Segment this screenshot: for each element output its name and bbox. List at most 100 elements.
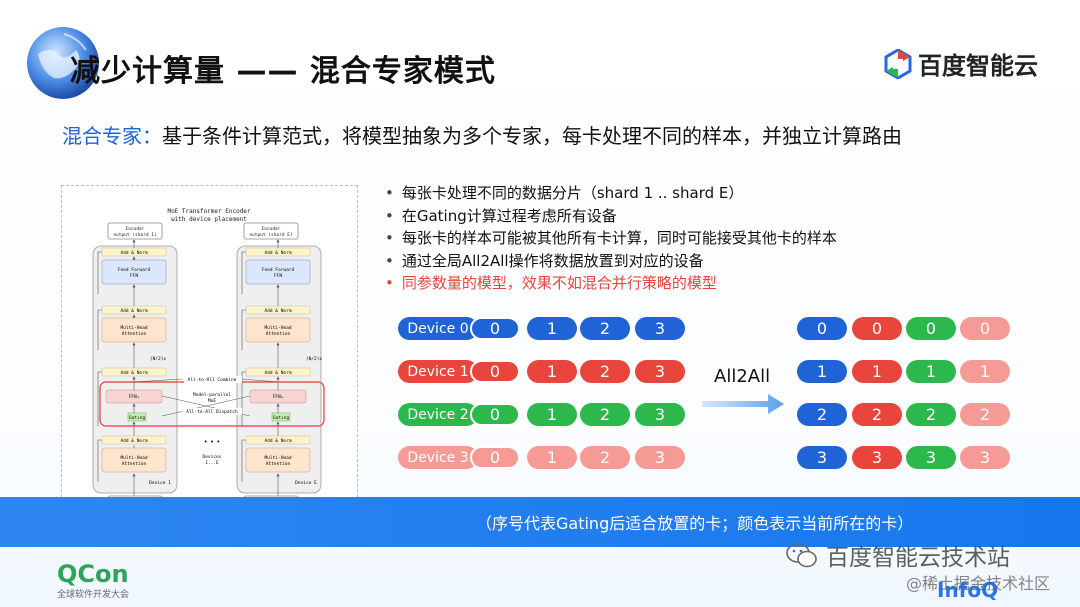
pill-after-r1-0: 1: [797, 360, 847, 383]
svg-text:FFN: FFN: [130, 273, 138, 279]
pill-after-r2-2: 2: [906, 403, 956, 426]
svg-text:Attention: Attention: [266, 461, 291, 467]
bullet-item-highlight: 同参数量的模型，效果不如混合并行策略的模型: [385, 272, 837, 295]
svg-text:Add & Norm: Add & Norm: [120, 250, 147, 256]
pill-after-r3-2: 3: [906, 446, 956, 469]
device-0-label: Device 0: [398, 317, 478, 340]
watermark-sub: @稀土掘金技术社区: [906, 574, 1051, 593]
svg-text:Multi-Head: Multi-Head: [120, 325, 147, 331]
svg-text:Attention: Attention: [266, 331, 291, 337]
svg-text:Encoder: Encoder: [126, 226, 145, 232]
pill-before-d2-3: 3: [635, 403, 685, 426]
svg-text:Add & Norm: Add & Norm: [264, 308, 291, 314]
wechat-icon: [786, 543, 817, 568]
pill-before-d3-0: 0: [470, 446, 520, 469]
baidu-cloud-logo-icon: [884, 48, 912, 79]
pill-before-d0-3: 3: [635, 317, 685, 340]
pill-before-d1-3: 3: [635, 360, 685, 383]
svg-text:Add & Norm: Add & Norm: [264, 370, 291, 376]
pill-after-r2-3: 2: [960, 403, 1010, 426]
svg-text:Attention: Attention: [122, 331, 147, 337]
svg-text:Add & Norm: Add & Norm: [120, 438, 147, 444]
svg-text:All-to-All Dispatch: All-to-All Dispatch: [186, 409, 238, 415]
svg-text:Add & Norm: Add & Norm: [120, 370, 147, 376]
device-1-label: Device 1: [398, 360, 478, 383]
moe-figure: MoE Transformer Encoder with device plac…: [61, 185, 358, 532]
bullet-item: 在Gating计算过程考虑所有设备: [385, 205, 837, 228]
svg-text:output (shard 1): output (shard 1): [113, 232, 156, 238]
all2all-label: All2All: [714, 366, 771, 387]
pill-before-d2-1: 1: [527, 403, 577, 426]
pill-after-r0-3: 0: [960, 317, 1010, 340]
logo-text: 百度智能云: [918, 52, 1038, 80]
svg-text:1...E: 1...E: [205, 460, 219, 466]
pill-before-d3-1: 1: [527, 446, 577, 469]
svg-text:Feed Forward: Feed Forward: [262, 267, 295, 273]
bullet-item: 通过全局All2All操作将数据放置到对应的设备: [385, 250, 837, 273]
svg-text:All-to-All Combine: All-to-All Combine: [188, 377, 237, 383]
pill-before-d0-2: 2: [580, 317, 630, 340]
pill-after-r3-3: 3: [960, 446, 1010, 469]
svg-text:MoE: MoE: [208, 398, 216, 404]
pill-before-d1-2: 2: [580, 360, 630, 383]
moe-diagram: MoE Transformer Encoder with device plac…: [92, 208, 325, 519]
pill-after-r3-0: 3: [797, 446, 847, 469]
pill-before-d2-0: 0: [470, 403, 520, 426]
pill-after-r1-1: 1: [852, 360, 902, 383]
qcon-logo: QCon 全球软件开发大会: [57, 561, 129, 600]
svg-text:Add & Norm: Add & Norm: [264, 250, 291, 256]
svg-text:Gating: Gating: [273, 415, 290, 421]
svg-text:FFNₑ: FFNₑ: [273, 394, 284, 400]
fig-title-1: MoE Transformer Encoder: [167, 208, 250, 215]
left-column: Encoder output (shard 1) Add & Norm Feed…: [92, 222, 178, 519]
globe-icon: [27, 27, 99, 99]
svg-text:Attention: Attention: [122, 461, 147, 467]
svg-text:Add & Norm: Add & Norm: [120, 308, 147, 314]
svg-text:Devices: Devices: [203, 454, 222, 460]
pill-before-d3-2: 2: [580, 446, 630, 469]
svg-text:(N/2)x: (N/2)x: [306, 356, 323, 362]
svg-text:(N/2)x: (N/2)x: [150, 356, 167, 362]
right-column: Encoder output (shard E) Add & Norm Feed…: [236, 222, 323, 519]
svg-text:Feed Forward: Feed Forward: [118, 267, 151, 273]
pill-after-r0-2: 0: [906, 317, 956, 340]
bullet-list: 每张卡处理不同的数据分片（shard 1 .. shard E） 在Gating…: [385, 182, 837, 295]
qcon-subtitle: 全球软件开发大会: [57, 590, 130, 600]
svg-text:Encoder: Encoder: [262, 226, 281, 232]
bullet-item: 每张卡的样本可能被其他所有卡计算，同时可能接受其他卡的样本: [385, 227, 837, 250]
pill-before-d1-0: 0: [470, 360, 520, 383]
svg-text:FFN₁: FFN₁: [129, 394, 140, 400]
svg-text:FFN: FFN: [274, 273, 282, 279]
pill-before-d0-0: 0: [470, 317, 520, 340]
pill-after-r0-1: 0: [852, 317, 902, 340]
subtitle: 混合专家：基于条件计算范式，将模型抽象为多个专家，每卡处理不同的样本，并独立计算…: [62, 120, 902, 149]
device-2-label: Device 2: [398, 403, 478, 426]
pill-after-r0-0: 0: [797, 317, 847, 340]
watermark-text: 百度智能云技术站: [826, 545, 1010, 571]
pill-after-r1-2: 1: [906, 360, 956, 383]
pill-after-r2-1: 2: [852, 403, 902, 426]
bullet-item: 每张卡处理不同的数据分片（shard 1 .. shard E）: [385, 182, 837, 205]
svg-text:• • •: • • •: [204, 438, 221, 446]
svg-text:Gating: Gating: [129, 415, 146, 421]
pill-before-d3-3: 3: [635, 446, 685, 469]
pill-after-r1-3: 1: [960, 360, 1010, 383]
infoq-logo: InfoQ: [937, 578, 999, 602]
pill-after-r3-1: 3: [852, 446, 902, 469]
svg-text:Multi-Head: Multi-Head: [264, 455, 291, 461]
pill-before-d1-1: 1: [527, 360, 577, 383]
svg-text:Device 1: Device 1: [149, 480, 171, 486]
svg-text:Device E: Device E: [295, 480, 317, 486]
moe-layer: All-to-All Combine Model-parallel MoE Al…: [99, 376, 325, 466]
device-3-label: Device 3: [398, 446, 478, 469]
svg-text:Add & Norm: Add & Norm: [264, 438, 291, 444]
pill-before-d2-2: 2: [580, 403, 630, 426]
subtitle-text: 基于条件计算范式，将模型抽象为多个专家，每卡处理不同的样本，并独立计算路由: [162, 124, 902, 148]
page-title: 减少计算量 —— 混合专家模式: [70, 54, 496, 89]
arrow-right-icon: [702, 394, 784, 414]
svg-text:Model-parallel: Model-parallel: [193, 392, 231, 398]
subtitle-highlight: 混合专家：: [62, 124, 162, 148]
bottom-note: （序号代表Gating后适合放置的卡；颜色表示当前所在的卡）: [476, 514, 914, 533]
pill-before-d0-1: 1: [527, 317, 577, 340]
